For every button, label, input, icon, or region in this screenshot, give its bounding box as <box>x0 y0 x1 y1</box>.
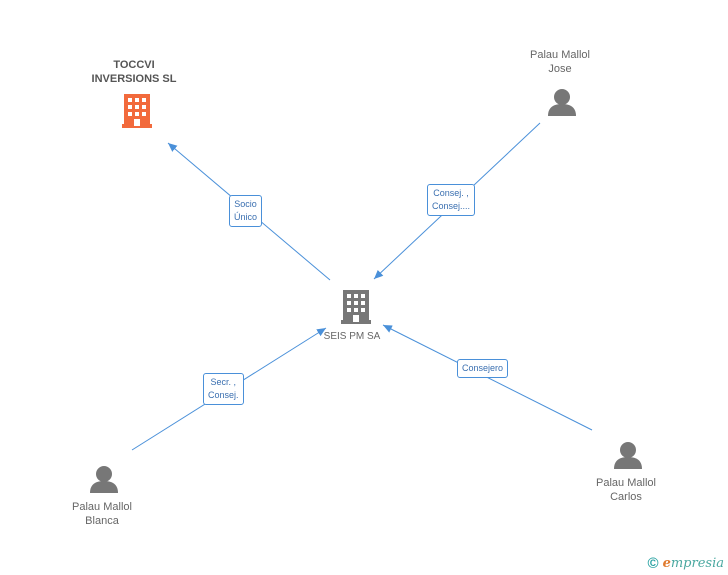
edge-label-secr[interactable]: Secr. , Consej. <box>203 373 244 405</box>
company-seis-label[interactable]: SEIS PM SA <box>292 330 412 344</box>
person-jose-name-line2: Jose <box>548 63 572 75</box>
edge-label-socio[interactable]: Socio Único <box>229 195 263 227</box>
person-blanca-name-line2: Blanca <box>85 515 119 527</box>
person-carlos-name-line2: Carlos <box>610 491 642 503</box>
company-toccvi-label[interactable]: TOCCVI INVERSIONS SL <box>74 58 194 86</box>
company-toccvi-name-line2: INVERSIONS SL <box>91 73 177 85</box>
edge-label-consej-jose-line2: Consej.... <box>432 201 471 211</box>
building-icon[interactable] <box>122 94 152 128</box>
person-jose-label[interactable]: Palau Mallol Jose <box>500 48 620 76</box>
person-carlos-label[interactable]: Palau Mallol Carlos <box>566 476 686 504</box>
person-icon[interactable] <box>614 442 642 469</box>
edge-label-socio-line2: Único <box>234 212 258 222</box>
brand-name-initial: e <box>662 555 671 571</box>
person-icon[interactable] <box>548 89 576 116</box>
brand-name: empresia <box>663 556 724 571</box>
brand-logo[interactable]: © empresia <box>648 554 724 572</box>
edge-label-secr-line2: Consej. <box>208 390 239 400</box>
edge-label-secr-line1: Secr. , <box>210 377 237 387</box>
brand-name-rest: mpresia <box>670 555 724 571</box>
edge-label-consejero[interactable]: Consejero <box>457 359 509 378</box>
person-carlos-name-line1: Palau Mallol <box>596 477 656 489</box>
edge-label-consej-jose[interactable]: Consej. , Consej.... <box>427 184 476 216</box>
company-seis-name: SEIS PM SA <box>323 331 381 342</box>
person-blanca-label[interactable]: Palau Mallol Blanca <box>42 500 162 528</box>
company-toccvi-name-line1: TOCCVI <box>113 59 155 71</box>
building-icon[interactable] <box>341 290 371 324</box>
person-jose-name-line1: Palau Mallol <box>530 49 590 61</box>
edge-label-consejero-line1: Consejero <box>462 363 504 373</box>
copyright-symbol: © <box>647 554 659 572</box>
person-blanca-name-line1: Palau Mallol <box>72 501 132 513</box>
edge-label-consej-jose-line1: Consej. , <box>433 188 469 198</box>
person-icon[interactable] <box>90 466 118 493</box>
edge-label-socio-line1: Socio <box>234 199 257 209</box>
